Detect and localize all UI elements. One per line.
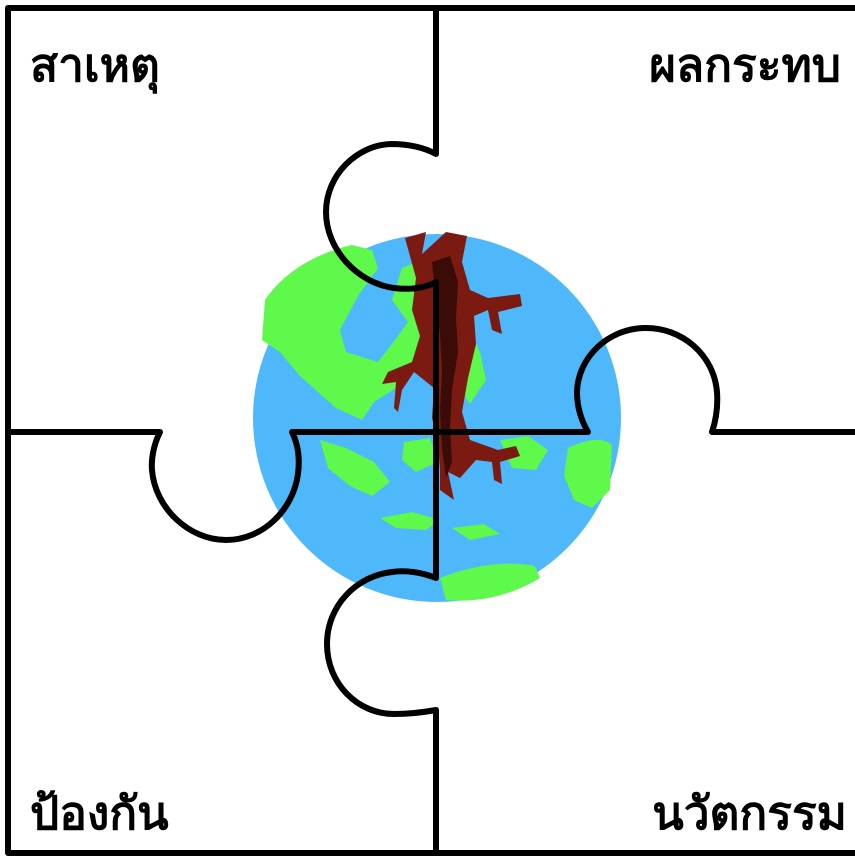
label-prevention: ป้องกัน — [30, 790, 169, 836]
label-impacts: ผลกระทบ — [649, 42, 841, 88]
label-innovation: นวัตกรรม — [652, 790, 847, 836]
puzzle-outline — [8, 8, 855, 853]
label-causes: สาเหตุ — [30, 42, 160, 88]
